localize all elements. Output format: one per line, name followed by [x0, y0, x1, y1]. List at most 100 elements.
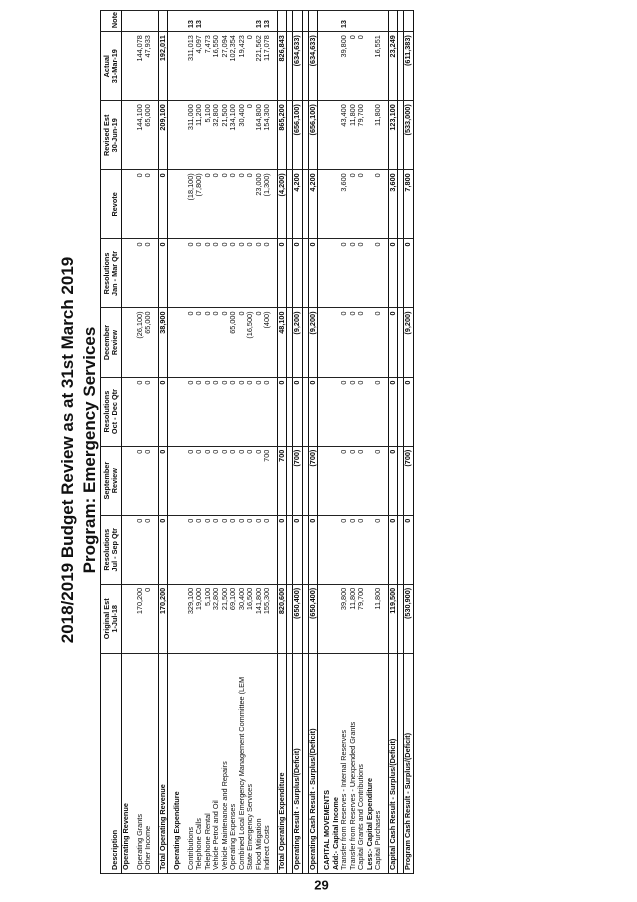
amount-cell: 11,800: [348, 584, 357, 654]
amount-cell: 0: [308, 515, 318, 585]
amount-cell: 0: [357, 515, 366, 585]
amount-cell: 0: [403, 377, 413, 447]
amount-cell: 0: [195, 238, 204, 308]
amount-cell: 0: [135, 377, 144, 447]
amount-cell: 0: [292, 515, 302, 585]
amount-cell: 4,200: [308, 169, 318, 239]
amount-cell: 0: [246, 515, 255, 585]
amount-cell: [365, 446, 374, 516]
amount-cell: 119,500: [388, 584, 398, 654]
amount-cell: 0: [340, 238, 349, 308]
amount-cell: [365, 307, 374, 378]
amount-cell: 209,100: [158, 100, 168, 170]
amount-cell: 117,078: [263, 31, 272, 101]
amount-cell: (1,300): [263, 169, 272, 239]
amount-cell: 0: [229, 238, 238, 308]
amount-cell: 0: [348, 238, 357, 308]
amount-cell: 0: [144, 169, 153, 239]
amount-cell: 0: [195, 446, 204, 516]
row-description: State Emergency Services: [246, 653, 255, 874]
row-description: Capital Cash Result - Surplus/(Deficit): [388, 653, 398, 874]
amount-cell: 0: [203, 169, 212, 239]
amount-cell: 23,249: [388, 31, 398, 101]
amount-cell: 0: [237, 515, 246, 585]
amount-cell: (9,200): [292, 307, 302, 378]
amount-cell: 221,562: [254, 31, 263, 101]
amount-cell: [331, 100, 340, 170]
amount-cell: [365, 515, 374, 585]
row-description: Add:- Capital Income: [331, 653, 340, 874]
amount-cell: [365, 31, 374, 101]
amount-cell: 0: [229, 515, 238, 585]
amount-cell: 0: [135, 238, 144, 308]
amount-cell: 0: [195, 515, 204, 585]
amount-cell: 3,600: [340, 169, 349, 239]
amount-cell: 0: [212, 446, 221, 516]
amount-cell: 0: [374, 377, 383, 447]
amount-cell: [121, 31, 131, 101]
row-description: Transfer from Reserves - Internal Reserv…: [340, 653, 349, 874]
amount-cell: [173, 31, 182, 101]
amount-cell: 0: [357, 446, 366, 516]
amount-cell: 0: [186, 307, 195, 378]
row-description: Operating Expenditure: [173, 653, 182, 874]
section-heading-row: Less:- Capital Expenditure: [365, 10, 374, 874]
amount-cell: [323, 169, 332, 239]
note-cell: [229, 10, 238, 32]
amount-cell: [331, 377, 340, 447]
amount-cell: 0: [357, 238, 366, 308]
amount-cell: 0: [263, 515, 272, 585]
amount-cell: 21,500: [220, 100, 229, 170]
amount-cell: (26,100): [135, 307, 144, 378]
amount-cell: 865,200: [277, 100, 287, 170]
amount-cell: [331, 169, 340, 239]
note-cell: 13: [186, 10, 195, 32]
amount-cell: [323, 238, 332, 308]
amount-cell: 21,500: [220, 584, 229, 654]
table-row: Indirect Costs155,30007000(400)0(1,300)1…: [263, 10, 272, 874]
amount-cell: 11,200: [195, 100, 204, 170]
amount-cell: [173, 169, 182, 239]
amount-cell: 0: [220, 515, 229, 585]
amount-cell: 0: [246, 238, 255, 308]
amount-cell: 4,200: [292, 169, 302, 239]
amount-cell: 144,100: [135, 100, 144, 170]
amount-cell: 0: [220, 169, 229, 239]
amount-cell: 0: [220, 377, 229, 447]
amount-cell: [323, 100, 332, 170]
amount-cell: 144,078: [135, 31, 144, 101]
amount-cell: 0: [203, 307, 212, 378]
row-description: Contributions: [186, 653, 195, 874]
amount-cell: 0: [220, 307, 229, 378]
amount-cell: 0: [388, 446, 398, 516]
amount-cell: 32,800: [212, 100, 221, 170]
note-cell: [374, 10, 383, 32]
amount-cell: 43,400: [340, 100, 349, 170]
table-row: Vehicle Petrol and Oil32,80000000032,800…: [212, 10, 221, 874]
amount-cell: [173, 446, 182, 516]
amount-cell: 39,800: [340, 31, 349, 101]
section-heading-row: CAPITAL MOVEMENTS: [323, 10, 332, 874]
amount-cell: 23,000: [254, 169, 263, 239]
amount-cell: 0: [135, 169, 144, 239]
amount-cell: 0: [348, 169, 357, 239]
amount-cell: 0: [186, 377, 195, 447]
table-row: State Emergency Services16,500000(16,500…: [246, 10, 255, 874]
note-cell: [237, 10, 246, 32]
amount-cell: 826,843: [277, 31, 287, 101]
row-description: CAPITAL MOVEMENTS: [323, 653, 332, 874]
note-cell: [158, 10, 168, 32]
table-row: Transfer from Reserves - Internal Reserv…: [340, 10, 349, 874]
row-description: Flood Mitigation: [254, 653, 263, 874]
section-heading-row: Operating Expenditure: [173, 10, 182, 874]
amount-cell: 0: [374, 446, 383, 516]
row-description: Telephone Rental: [203, 653, 212, 874]
amount-cell: 123,100: [388, 100, 398, 170]
